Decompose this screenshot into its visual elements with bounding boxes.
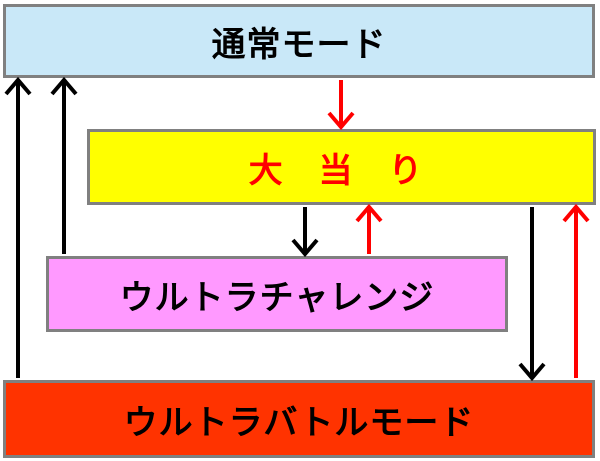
node-ultra-battle-mode-label: ウルトラバトルモード [123, 402, 475, 443]
arrow-jackpot-to-battle [518, 207, 546, 382]
node-ultra-battle-mode: ウルトラバトルモード [3, 380, 595, 458]
node-jackpot: 大 当 り [87, 129, 596, 205]
arrow-battle-to-jackpot [562, 203, 590, 378]
arrow-challenge-to-normal [50, 76, 78, 254]
node-jackpot-label: 大 当 り [248, 150, 435, 191]
arrow-normal-to-jackpot [327, 80, 355, 131]
node-normal-mode-label: 通常モード [211, 24, 387, 65]
node-ultra-challenge: ウルトラチャレンジ [46, 256, 508, 332]
node-ultra-challenge-label: ウルトラチャレンジ [119, 277, 435, 318]
arrow-battle-to-normal [4, 76, 32, 378]
node-normal-mode: 通常モード [3, 4, 595, 78]
arrow-jackpot-to-challenge [291, 207, 319, 258]
arrow-challenge-to-jackpot [355, 203, 383, 254]
